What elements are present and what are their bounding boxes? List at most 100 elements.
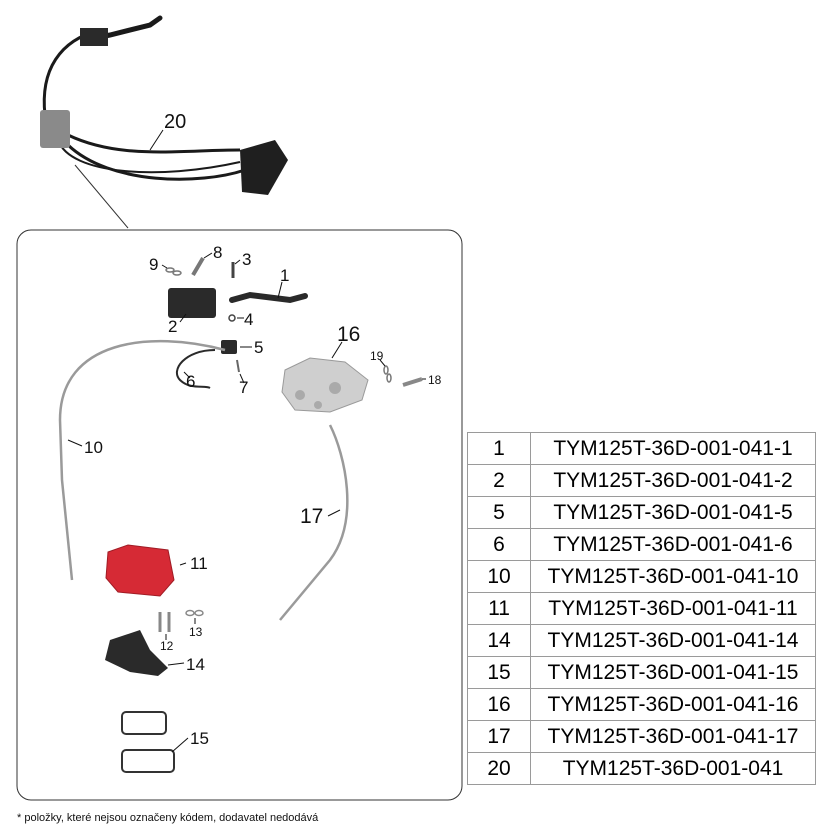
part-8-bolt — [191, 256, 205, 277]
callout-13: 13 — [189, 625, 203, 639]
part-code-cell: TYM125T-36D-001-041-17 — [530, 720, 816, 753]
leader-15 — [171, 737, 189, 753]
assembly-hose-3 — [66, 143, 246, 181]
part-18-bolt — [402, 377, 423, 387]
leader-8 — [203, 252, 213, 259]
part-6-cable — [175, 349, 216, 389]
callout-8: 8 — [213, 243, 222, 262]
part-17-brake-line — [279, 424, 349, 621]
callout-7: 7 — [239, 378, 248, 397]
leader-20 — [149, 129, 164, 151]
leader-16 — [331, 341, 343, 359]
part-number-cell: 11 — [467, 592, 531, 625]
callout-2: 2 — [168, 317, 177, 336]
part-code-cell: TYM125T-36D-001-041-5 — [530, 496, 816, 529]
part-4-washer — [228, 314, 236, 322]
part-code-cell: TYM125T-36D-001-041-2 — [530, 464, 816, 497]
part-code-cell: TYM125T-36D-001-041-15 — [530, 656, 816, 689]
part-number-cell: 16 — [467, 688, 531, 721]
part-number-cell: 14 — [467, 624, 531, 657]
leader-10 — [67, 439, 83, 447]
footnote: * položky, které nejsou označeny kódem, … — [17, 812, 319, 824]
part-14-bracket — [105, 630, 168, 676]
part-13-clip-b — [194, 609, 204, 617]
assembly-master-cylinder — [80, 28, 108, 46]
part-code-cell: TYM125T-36D-001-041-1 — [530, 432, 816, 465]
callout-12: 12 — [160, 639, 174, 653]
leader-3 — [234, 259, 241, 265]
master-cylinder-group — [165, 256, 308, 389]
callout-6: 6 — [186, 372, 195, 391]
leader-6 — [183, 371, 191, 379]
leader-9 — [161, 264, 168, 269]
callout-5: 5 — [254, 338, 263, 357]
callout-15: 15 — [190, 729, 209, 748]
callout-17: 17 — [300, 505, 323, 528]
brake-assembly-overview: 20 — [40, 15, 288, 229]
assembly-hose-2 — [67, 133, 241, 154]
callout-4: 4 — [244, 310, 253, 329]
assembly-hose-4 — [57, 139, 241, 174]
leader-7 — [239, 373, 245, 384]
part-code-cell: TYM125T-36D-001-041-14 — [530, 624, 816, 657]
part-19-washer-b — [386, 373, 392, 383]
valve-body-shape — [281, 357, 369, 413]
callout-19: 19 — [370, 349, 384, 363]
part-15-pad-a — [121, 711, 167, 735]
callout-9: 9 — [149, 255, 158, 274]
part-1-lever — [229, 291, 308, 304]
callout-18: 18 — [428, 373, 442, 387]
leader-14 — [167, 662, 185, 666]
leader-2 — [179, 313, 187, 323]
part-7-pin — [236, 359, 240, 373]
callout-16: 16 — [337, 323, 360, 346]
valve-port-1 — [295, 390, 305, 400]
part-number-cell: 2 — [467, 464, 531, 497]
leader-lines — [67, 252, 426, 753]
assembly-caliper — [240, 140, 288, 195]
callout-1: 1 — [280, 266, 289, 285]
valve-port-3 — [314, 401, 322, 409]
part-11-caliper — [105, 544, 175, 597]
part-code-cell: TYM125T-36D-001-041-16 — [530, 688, 816, 721]
part-code-cell: TYM125T-36D-001-041-10 — [530, 560, 816, 593]
leader-11 — [179, 562, 187, 566]
part-5-switch — [221, 340, 237, 354]
part-code-cell: TYM125T-36D-001-041 — [530, 752, 816, 785]
part-2-master-cylinder — [168, 288, 216, 318]
part-number-cell: 20 — [467, 752, 531, 785]
part-13-clip-a — [185, 609, 195, 617]
exploded-view-frame — [16, 229, 463, 801]
part-15-pad-b — [121, 749, 175, 773]
valve-port-2 — [329, 382, 341, 394]
leader-1 — [277, 281, 283, 299]
callout-14: 14 — [186, 655, 205, 674]
part-number-cell: 17 — [467, 720, 531, 753]
part-code-cell: TYM125T-36D-001-041-6 — [530, 528, 816, 561]
callout-20: 20 — [164, 111, 186, 133]
part-code-cell: TYM125T-36D-001-041-11 — [530, 592, 816, 625]
part-number-cell: 5 — [467, 496, 531, 529]
part-number-cell: 10 — [467, 560, 531, 593]
part-16-valve-body — [281, 357, 423, 413]
callout-3: 3 — [242, 250, 251, 269]
leader-17 — [327, 509, 341, 517]
part-number-cell: 6 — [467, 528, 531, 561]
callout-10: 10 — [84, 438, 103, 457]
part-9-washer-b — [172, 270, 182, 276]
part-19-washer-a — [383, 365, 389, 375]
part-number-cell: 15 — [467, 656, 531, 689]
